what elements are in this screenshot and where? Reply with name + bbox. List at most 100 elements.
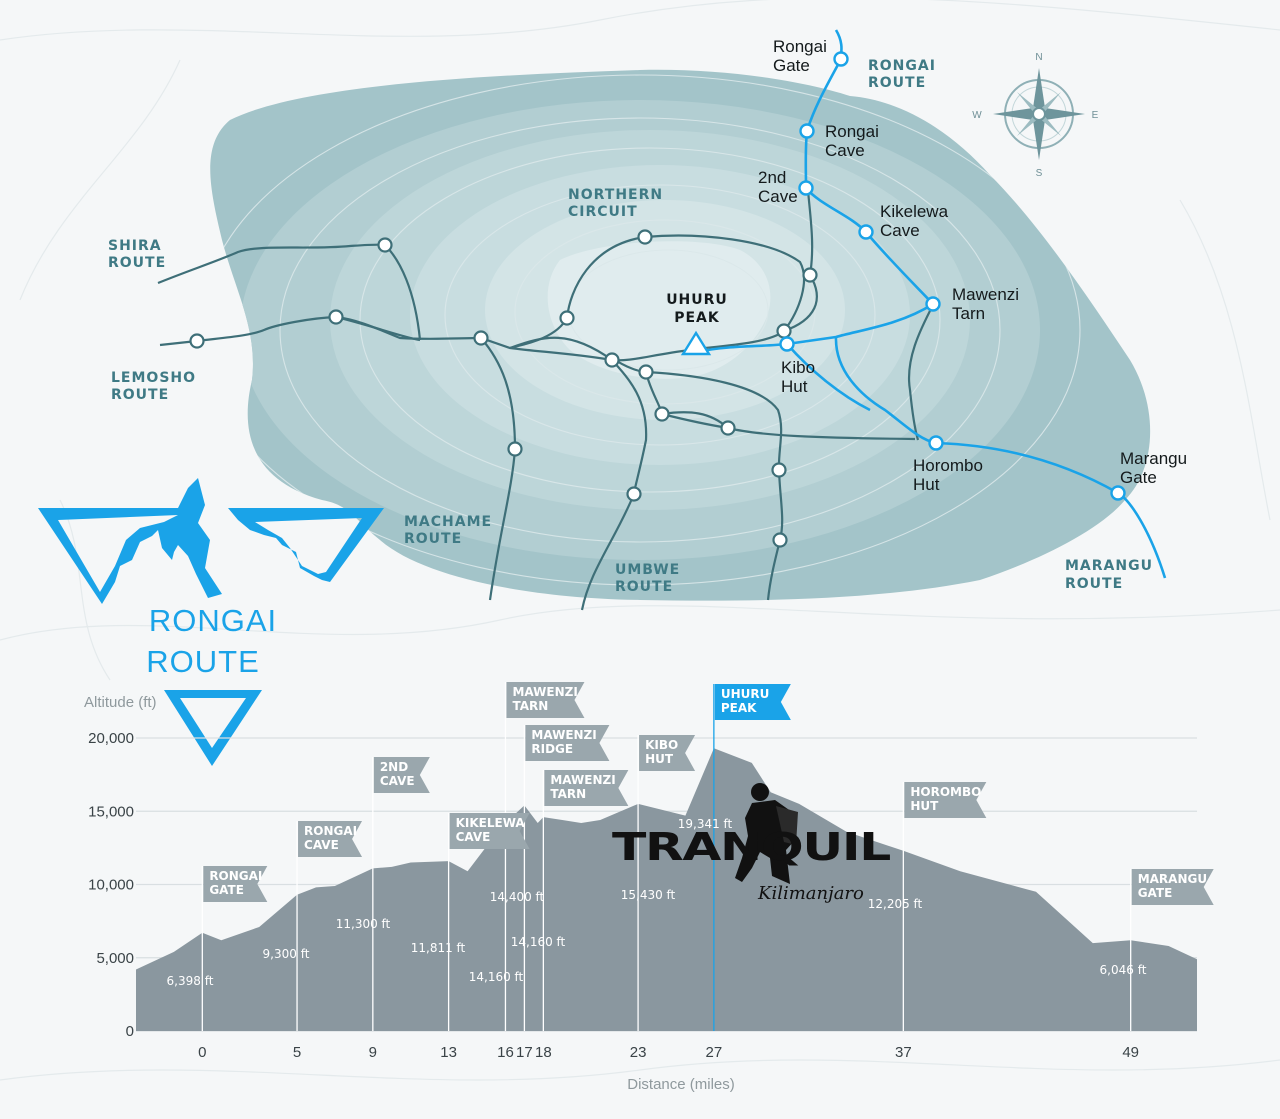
waypoint-mweka-upper — [771, 462, 787, 478]
waypoint-altitude: 14,160 ft — [469, 970, 524, 984]
background-contours — [0, 0, 1280, 1081]
x-tick-label: 5 — [293, 1044, 301, 1061]
x-tick-label: 37 — [895, 1044, 912, 1061]
mawenzi-north-link — [783, 274, 818, 333]
kikelewa-branch — [806, 189, 814, 276]
compass-n: N — [1035, 52, 1042, 63]
waypoint-altitude: 6,398 ft — [167, 974, 214, 988]
umbwe-route-line — [580, 359, 648, 611]
y-axis-title: Altitude (ft) — [84, 694, 157, 711]
shira-route-line — [157, 243, 422, 341]
elevation-area — [136, 748, 1197, 1031]
waypoint-flag — [449, 813, 530, 849]
waypoint-flag — [544, 770, 629, 806]
waypoint-northern-east — [802, 267, 818, 283]
x-tick-label: 18 — [535, 1044, 552, 1061]
uhuru-peak-marker — [680, 330, 712, 356]
waypoint-millennium — [720, 420, 736, 436]
marangu-descent-link — [786, 343, 871, 412]
waypoint-altitude: 14,400 ft — [490, 890, 545, 904]
compass-e: E — [1092, 110, 1099, 121]
waypoint-altitude: 19,341 ft — [678, 817, 733, 831]
compass-rose: N S E W — [972, 52, 1098, 179]
x-tick-label: 49 — [1122, 1044, 1139, 1061]
waypoint-flag — [904, 782, 987, 818]
waypoint-flag — [525, 725, 610, 761]
waypoint-barranco — [604, 352, 620, 368]
waypoint-horombo-hut — [928, 435, 944, 451]
waypoint-machame-lower — [507, 441, 523, 457]
mawenzi-south-link — [907, 304, 934, 441]
waypoint-northern-west — [559, 310, 575, 326]
waypoint-flag — [203, 866, 268, 902]
waypoint-karanga — [654, 406, 670, 422]
route-lines — [157, 189, 934, 611]
waypoint-lemosho-mid — [328, 309, 344, 325]
waypoint-flag — [373, 757, 430, 793]
waypoint-altitude: 14,160 ft — [511, 935, 566, 949]
logo-subtitle: Kilimanjaro — [757, 883, 864, 904]
marangu-descent-line — [834, 336, 1167, 579]
tranquil-logo: TRANQUIL Kilimanjaro — [612, 783, 892, 904]
logo-wordmark: TRANQUIL — [612, 825, 891, 869]
waypoint-lemosho-start — [189, 333, 205, 349]
waypoint-kikelewa-cave — [858, 224, 874, 240]
x-tick-label: 23 — [630, 1044, 647, 1061]
x-tick-label: 17 — [516, 1044, 533, 1061]
map-waypoints — [189, 51, 1126, 548]
compass-w: W — [972, 110, 982, 121]
waypoint-flag — [714, 684, 791, 720]
waypoint-flag — [506, 682, 585, 718]
waypoint-rongai-cave — [799, 123, 815, 139]
waypoint-shira — [377, 237, 393, 253]
terrain — [210, 69, 1151, 601]
waypoint-lava-tower — [638, 364, 654, 380]
waypoint-altitude: 6,046 ft — [1100, 963, 1147, 977]
northern-circuit-line — [565, 234, 805, 350]
compass-s: S — [1036, 168, 1043, 179]
waypoint-altitude: 15,430 ft — [621, 888, 676, 902]
waypoint-second-cave — [798, 180, 814, 196]
hiker-icon — [735, 783, 798, 884]
x-tick-label: 0 — [198, 1044, 206, 1061]
waypoint-lines — [201, 682, 1132, 1031]
waypoint-flag — [1131, 869, 1214, 905]
lemosho-branch — [335, 315, 421, 342]
mountain-right-icon — [228, 508, 384, 582]
x-tick-label: 16 — [497, 1044, 514, 1061]
x-tick-label: 9 — [369, 1044, 377, 1061]
waypoint-flag — [298, 821, 363, 857]
waypoint-altitude: 11,300 ft — [336, 917, 391, 931]
x-axis-title: Distance (miles) — [627, 1076, 735, 1093]
waypoint-mweka-lower — [772, 532, 788, 548]
y-tick-label: 15,000 — [88, 803, 134, 820]
